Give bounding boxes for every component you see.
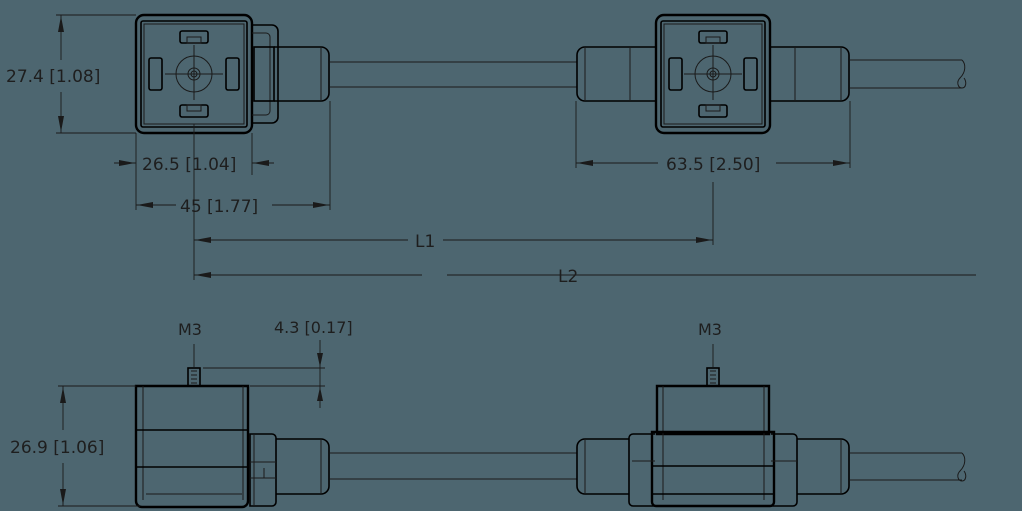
side-middle-connector [576,367,850,508]
top-cable-left [330,61,577,88]
dim-overall-length [136,101,331,210]
face-width-dim-label: 26.5 [1.04] [142,155,236,175]
dim-height-top [56,14,136,134]
height-dim-label-side: 26.9 [1.06] [10,438,104,458]
middle-connector-dim-label: 63.5 [2.50] [666,155,760,175]
dim-middle-connector [575,101,851,168]
dim-face-width [114,133,274,210]
l1-label: L1 [415,232,435,252]
top-cable-right [850,59,967,89]
screw-label-left: M3 [178,320,202,339]
side-cable-right [850,452,967,482]
dim-l1-l2 [193,124,976,280]
screw-height-dim-label: 4.3 [0.17] [274,318,353,337]
dim-screw-height [203,340,325,408]
height-dim-label-top: 27.4 [1.08] [6,67,100,87]
overall-length-dim-label: 45 [1.77] [180,197,258,217]
side-left-connector [134,367,330,509]
dim-screw-leaders [193,344,714,367]
top-middle-connector [576,13,850,135]
screw-label-right: M3 [698,320,722,339]
top-left-connector [134,13,330,135]
l2-label: L2 [558,267,578,287]
dim-height-side [58,385,140,507]
side-cable-left [330,452,577,480]
